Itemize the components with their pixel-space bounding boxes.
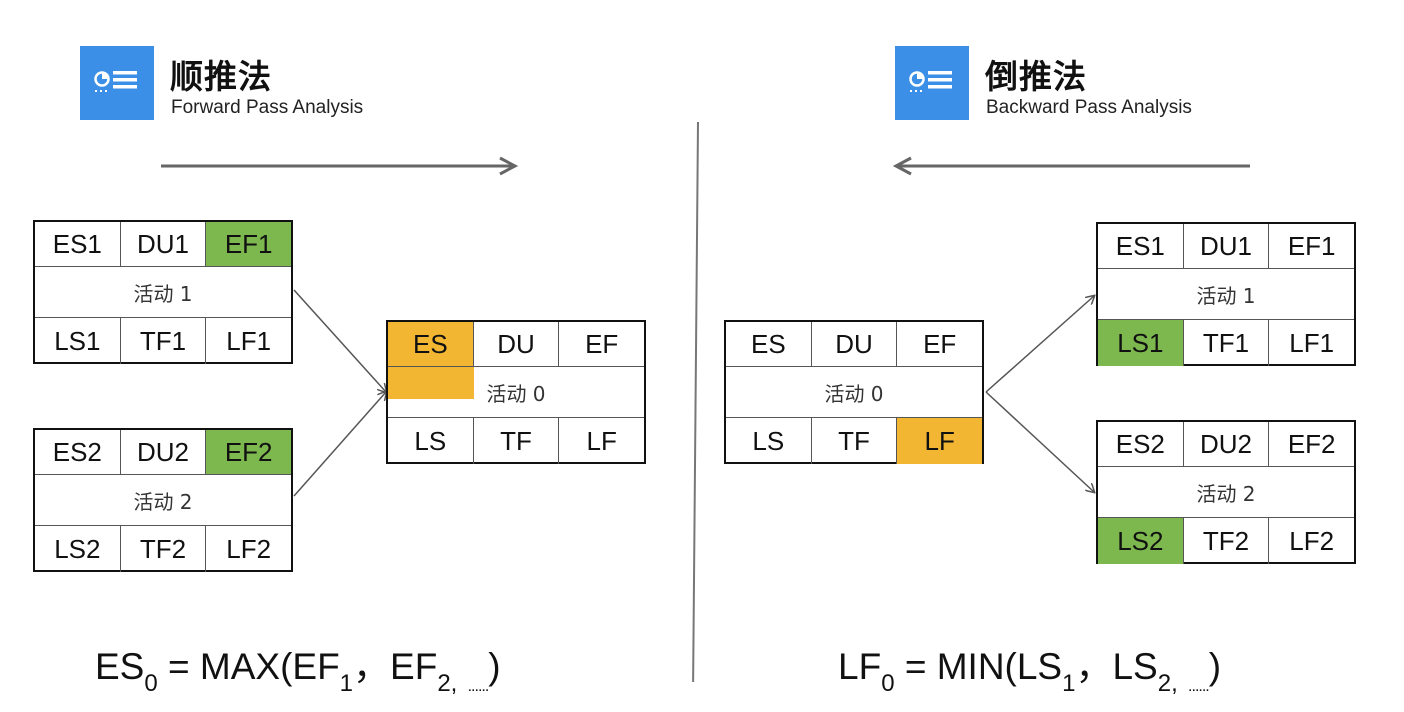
- cell-es: ES2: [52, 436, 102, 467]
- formula-eq: = MIN(LS: [894, 646, 1063, 687]
- cell-ls: LS1: [54, 325, 101, 356]
- cell-lf: LF2: [205, 526, 291, 572]
- backward-activity-1-node: ES1 DU1 EF1 活动 1 LS1 TF1 LF1: [1096, 222, 1356, 366]
- formula-b-sub: 2,: [437, 670, 458, 697]
- backward-subtitle: Backward Pass Analysis: [986, 97, 1192, 118]
- cell-du: DU1: [119, 222, 206, 266]
- forward-title: 顺推法: [170, 57, 272, 96]
- cell-ef: EF: [896, 322, 982, 366]
- edge-b0-to-b1: [985, 296, 1094, 393]
- cell-lf: LF1: [205, 318, 291, 364]
- forward-subtitle: Forward Pass Analysis: [171, 97, 364, 118]
- forward-activity-0-node: ES DU EF 活动 0 LS TF LF: [386, 320, 646, 464]
- formula-lhs: ES: [95, 646, 145, 687]
- cell-du: DU2: [1182, 422, 1269, 466]
- activity-label: 活动 1: [133, 281, 193, 306]
- forward-formula: ES0 = MAX(EF1，EF2, ......): [95, 636, 501, 698]
- formula-eq: = MAX(EF: [157, 646, 340, 687]
- formula-lhs-sub: 0: [144, 670, 158, 697]
- cell-es: ES1: [52, 228, 102, 259]
- activity-label: 活动 1: [1196, 283, 1256, 308]
- cell-es-highlight: ES: [388, 322, 473, 366]
- list-chart-icon: [895, 46, 969, 120]
- formula-sep: ，LS: [1075, 646, 1158, 687]
- cell-tf: TF1: [1182, 320, 1269, 366]
- formula-dots: ......: [467, 678, 490, 695]
- cell-tf: TF: [472, 418, 559, 464]
- edge-b0-to-b2: [985, 391, 1094, 492]
- activity-label: 活动 2: [1196, 481, 1256, 506]
- forward-activity-2-node: ES2 DU2 EF2 活动 2 LS2 TF2 LF2: [33, 428, 293, 572]
- cell-lf-highlight: LF: [896, 418, 983, 464]
- activity-label: 活动 2: [133, 489, 193, 514]
- cell-lf: LF2: [1268, 518, 1354, 564]
- cell-lf: LF: [558, 418, 644, 464]
- cell-ls-highlight: LS2: [1098, 518, 1183, 564]
- formula-a-sub: 1: [339, 670, 354, 697]
- formula-close: ): [1208, 646, 1222, 687]
- cell-lf: LF1: [1268, 320, 1354, 366]
- cell-es: ES: [750, 328, 786, 359]
- formula-a-sub: 1: [1062, 670, 1076, 697]
- activity-label: 活动 0: [824, 381, 884, 406]
- cell-du: DU1: [1182, 224, 1269, 268]
- cell-tf: TF2: [1182, 518, 1269, 564]
- cell-du: DU: [472, 322, 559, 366]
- cell-ls: LS: [752, 425, 785, 456]
- cell-du: DU2: [119, 430, 206, 474]
- list-chart-icon: [80, 46, 154, 120]
- formula-b-sub: 2,: [1157, 670, 1178, 697]
- cell-du: DU: [810, 322, 897, 366]
- edge-a2-to-a0: [293, 392, 386, 497]
- formula-dots: ......: [1188, 678, 1210, 695]
- cell-es: ES1: [1115, 230, 1165, 261]
- cell-ls: LS: [414, 425, 447, 456]
- formula-close: ): [488, 646, 501, 687]
- es-highlight-extension: [388, 367, 474, 399]
- cell-tf: TF: [810, 418, 897, 464]
- formula-sep: ，EF: [353, 646, 438, 687]
- cell-tf: TF2: [119, 526, 206, 572]
- cell-ls: LS2: [54, 533, 101, 564]
- backward-activity-2-node: ES2 DU2 EF2 活动 2 LS2 TF2 LF2: [1096, 420, 1356, 564]
- cell-ef: EF1: [1268, 224, 1354, 268]
- formula-lhs-sub: 0: [881, 670, 895, 697]
- cell-ls-highlight: LS1: [1098, 320, 1183, 366]
- cell-ef: EF2: [1268, 422, 1354, 466]
- cell-tf: TF1: [119, 318, 206, 364]
- cell-ef-highlight: EF2: [205, 430, 292, 474]
- cell-ef-highlight: EF1: [205, 222, 292, 266]
- edge-a1-to-a0: [293, 289, 386, 392]
- backward-formula: LF0 = MIN(LS1，LS2, ......): [838, 636, 1221, 698]
- backward-title: 倒推法: [985, 57, 1087, 96]
- activity-label: 活动 0: [486, 381, 546, 406]
- formula-lhs: LF: [838, 646, 882, 687]
- forward-activity-1-node: ES1 DU1 EF1 活动 1 LS1 TF1 LF1: [33, 220, 293, 364]
- cell-ef: EF: [558, 322, 644, 366]
- backward-activity-0-node: ES DU EF 活动 0 LS TF LF: [724, 320, 984, 464]
- cell-es: ES2: [1115, 428, 1165, 459]
